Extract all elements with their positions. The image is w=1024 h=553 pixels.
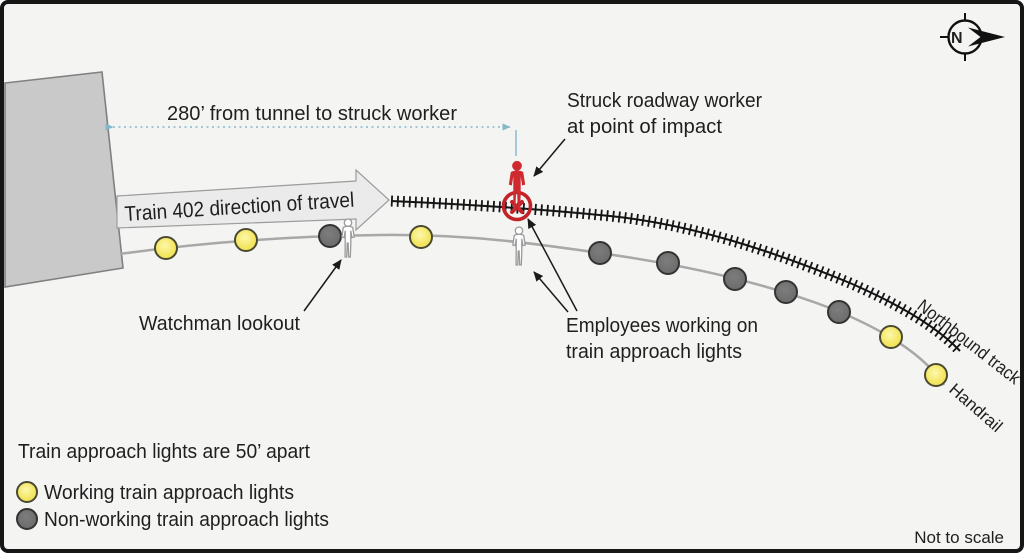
working-approach-light — [409, 225, 433, 249]
employees-pointer-arrow-1 — [533, 271, 569, 313]
legend-note: Train approach lights are 50’ apart — [18, 441, 310, 463]
working-approach-light — [924, 363, 948, 387]
approach-lights — [154, 224, 948, 387]
struck-worker-label-line1: Struck roadway worker — [567, 90, 762, 112]
non-working-approach-light — [656, 251, 680, 275]
legend: Train approach lights are 50’ apart Work… — [16, 441, 329, 531]
legend-working-light-icon — [16, 481, 38, 503]
distance-label: 280’ from tunnel to struck worker — [167, 103, 457, 125]
compass-needle-icon — [968, 27, 1005, 47]
track-center-line — [390, 200, 961, 352]
train-direction-arrow: Train 402 direction of travel — [116, 168, 390, 232]
employees-label-line2: train approach lights — [566, 341, 742, 363]
non-working-approach-light — [723, 267, 747, 291]
struck-worker-group: Struck roadway worker at point of impact — [501, 90, 762, 222]
non-working-approach-light — [827, 300, 851, 324]
tunnel — [4, 71, 124, 288]
employees-pointer-arrow-2 — [527, 218, 578, 312]
legend-nonworking-light-icon — [16, 508, 38, 530]
legend-working-label: Working train approach lights — [44, 482, 294, 504]
working-approach-light — [879, 325, 903, 349]
struck-worker-label-line2: at point of impact — [567, 116, 722, 138]
working-approach-light — [234, 228, 258, 252]
compass: N — [940, 13, 1005, 61]
working-approach-light — [154, 236, 178, 260]
legend-nonworking-label: Non-working train approach lights — [44, 509, 329, 531]
not-to-scale-label: Not to scale — [914, 528, 1004, 547]
watchman-pointer-arrow — [303, 259, 342, 312]
struck-worker-pointer-arrow — [533, 138, 566, 177]
dimension-280ft: 280’ from tunnel to struck worker — [105, 103, 517, 156]
watchman-label: Watchman lookout — [139, 313, 300, 335]
non-working-approach-light — [318, 224, 342, 248]
employees-label-line1: Employees working on — [566, 315, 758, 337]
compass-north-label: N — [951, 30, 963, 47]
non-working-approach-light — [588, 241, 612, 265]
train-arrow-shape — [116, 168, 390, 232]
non-working-approach-light — [774, 280, 798, 304]
